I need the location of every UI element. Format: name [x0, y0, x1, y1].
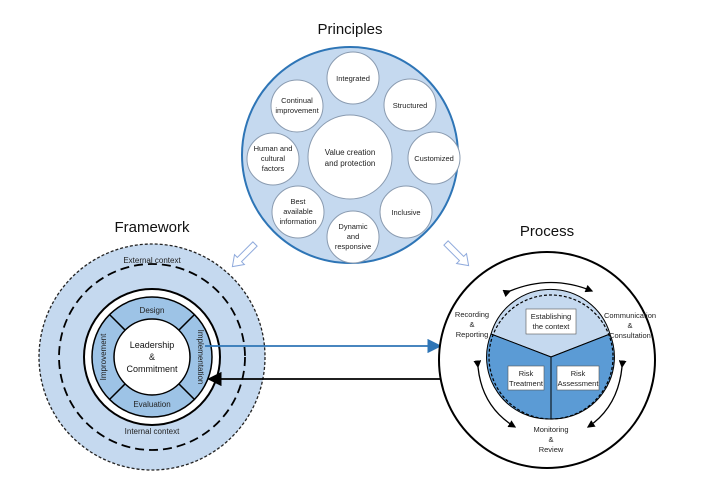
- framework-title: Framework: [114, 219, 190, 236]
- principle-item: Dynamic and responsive: [326, 210, 380, 264]
- communication-line1: Communication: [604, 311, 656, 320]
- framework-group: Framework External context Internal cont…: [38, 219, 266, 471]
- principles-group: Principles Value creation and protection…: [241, 21, 461, 264]
- internal-context-label: Internal context: [125, 427, 180, 436]
- principle-label: improvement: [275, 106, 319, 115]
- principle-label: cultural: [261, 154, 286, 163]
- principle-center-line2: and protection: [325, 159, 376, 168]
- hollow-arrow-left: [231, 241, 258, 268]
- principle-item: Integrated: [326, 51, 380, 105]
- communication-line2: &: [627, 321, 632, 330]
- core-label-line3: Commitment: [126, 364, 178, 374]
- principle-item: Human and cultural factors: [246, 132, 300, 186]
- process-group: Process Establishing the context Risk Tr…: [438, 223, 656, 469]
- context-line2: the context: [533, 322, 571, 331]
- recording-line3: Reporting: [456, 330, 489, 339]
- evaluation-label: Evaluation: [133, 400, 170, 409]
- curved-arrow-top: [502, 281, 594, 298]
- framework-core-circle: [113, 318, 191, 396]
- principle-label: Best: [290, 197, 306, 206]
- curved-arrow-left: [473, 360, 517, 428]
- principle-label: Integrated: [336, 74, 370, 83]
- principle-center-circle: [307, 114, 393, 200]
- principle-center-line1: Value creation: [325, 148, 376, 157]
- external-context-label: External context: [123, 256, 181, 265]
- principle-item: Continual improvement: [270, 79, 324, 133]
- principle-label: Structured: [393, 101, 428, 110]
- principle-label: Dynamic: [338, 222, 367, 231]
- monitoring-line3: Review: [539, 445, 564, 454]
- assessment-line1: Risk: [571, 369, 586, 378]
- principle-label: factors: [262, 164, 285, 173]
- treatment-line1: Risk: [519, 369, 534, 378]
- principle-item: Structured: [383, 78, 437, 132]
- assessment-line2: Assessment: [558, 379, 600, 388]
- treatment-line2: Treatment: [509, 379, 544, 388]
- principle-label: Human and: [254, 144, 293, 153]
- principle-label: Inclusive: [391, 208, 420, 217]
- context-line1: Establishing: [531, 312, 571, 321]
- connector-arrows: [231, 240, 470, 268]
- core-label-line1: Leadership: [130, 340, 175, 350]
- principle-label: and: [347, 232, 360, 241]
- recording-line2: &: [469, 320, 474, 329]
- principle-item: Customized: [407, 131, 461, 185]
- core-label-line2: &: [149, 352, 155, 362]
- monitoring-line2: &: [548, 435, 553, 444]
- principle-item: Best available information: [271, 185, 325, 239]
- design-label: Design: [140, 306, 165, 315]
- curved-arrow-right: [586, 360, 627, 428]
- principle-label: information: [279, 217, 316, 226]
- principle-item: Inclusive: [379, 185, 433, 239]
- principles-title: Principles: [317, 21, 382, 38]
- communication-line3: Consultation: [609, 331, 651, 340]
- monitoring-line1: Monitoring: [533, 425, 568, 434]
- improvement-label: Improvement: [99, 333, 108, 380]
- framework-dashed-ring: [58, 263, 246, 451]
- recording-line1: Recording: [455, 310, 489, 319]
- implementation-label: Implementation: [196, 330, 205, 385]
- principle-label: responsive: [335, 242, 371, 251]
- principle-label: Continual: [281, 96, 313, 105]
- context-box: [525, 308, 577, 335]
- principle-label: available: [283, 207, 313, 216]
- hollow-arrow-right: [443, 240, 470, 267]
- principle-label: Customized: [414, 154, 454, 163]
- process-title: Process: [520, 223, 574, 240]
